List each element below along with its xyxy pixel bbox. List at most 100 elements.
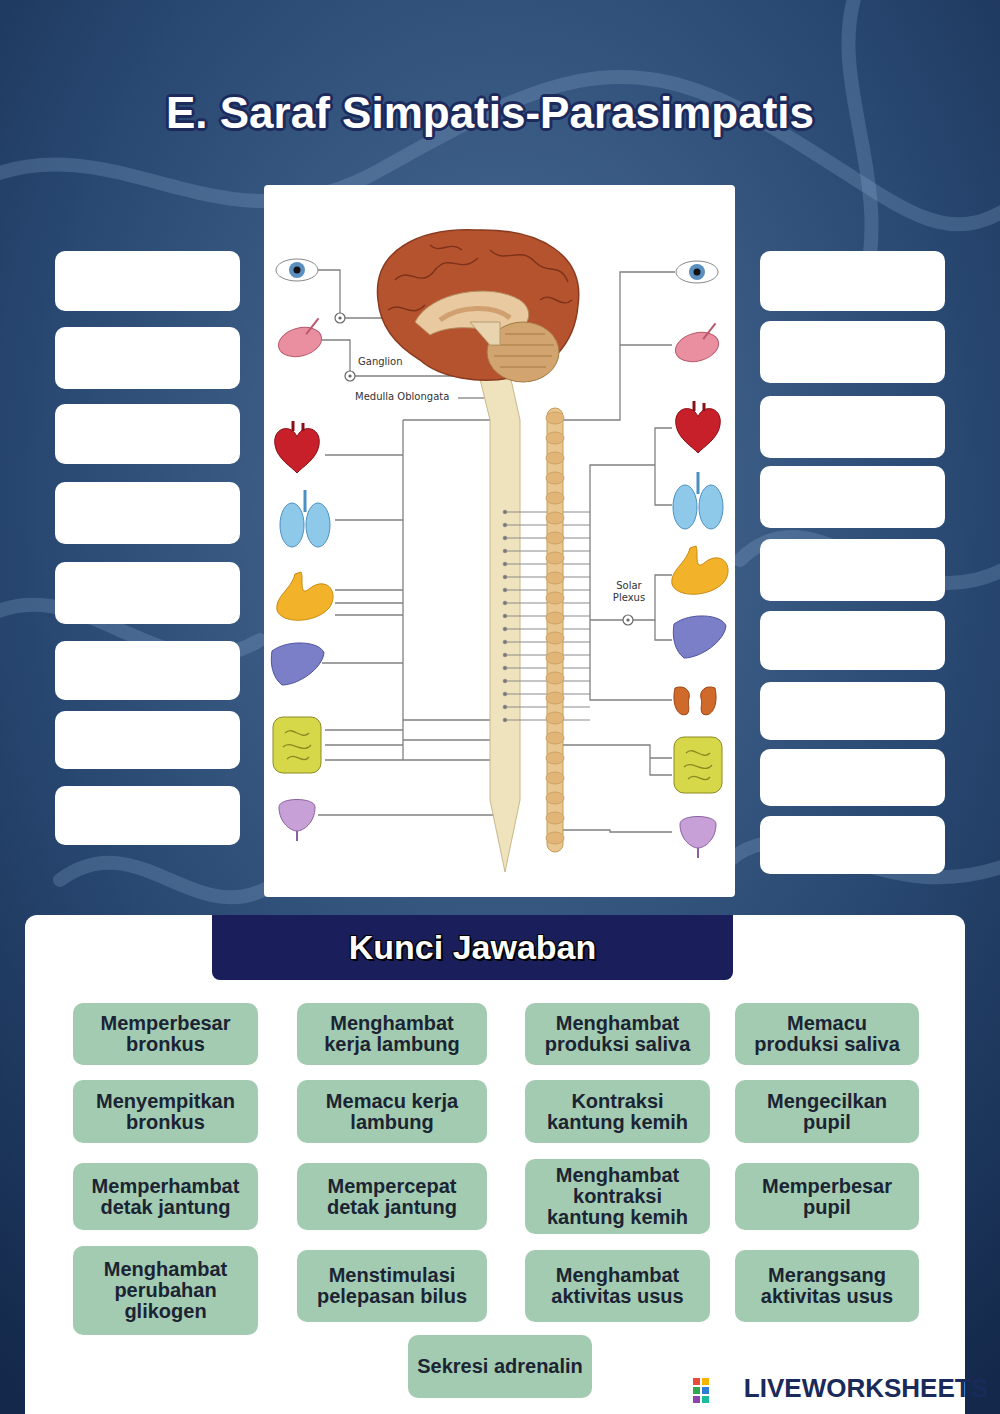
heart bbox=[275, 421, 320, 473]
option-text: Memacu produksi saliva bbox=[743, 1013, 911, 1055]
chain-ganglion bbox=[546, 752, 564, 764]
option-text: Menghambat kontraksi kantung kemih bbox=[533, 1165, 702, 1228]
chain-ganglion bbox=[546, 512, 564, 524]
answer-option: Mempercepat detak jantung bbox=[297, 1163, 487, 1230]
chain-ganglion bbox=[546, 792, 564, 804]
answer-option: Menyempitkan bronkus bbox=[73, 1080, 258, 1143]
spinal-cord bbox=[468, 330, 520, 872]
salivary-gland bbox=[671, 323, 724, 366]
nerve-root bbox=[503, 679, 507, 683]
chain-ganglion bbox=[546, 552, 564, 564]
answer-option: Menghambat kerja lambung bbox=[297, 1003, 487, 1065]
answer-blank bbox=[55, 251, 945, 874]
nerve-root bbox=[503, 627, 507, 631]
nerve-root bbox=[503, 510, 507, 514]
nerve-root bbox=[503, 575, 507, 579]
eye bbox=[276, 259, 318, 281]
nerve-root bbox=[503, 614, 507, 618]
kidneys bbox=[674, 687, 716, 715]
option-text: Memperhambat detak jantung bbox=[81, 1176, 250, 1218]
watermark-logo bbox=[693, 1378, 709, 1403]
nerve-root bbox=[503, 523, 507, 527]
neuron-decoration bbox=[0, 0, 1000, 897]
chain-ganglion bbox=[546, 612, 564, 624]
nerve-root bbox=[503, 705, 507, 709]
sympathetic-chain bbox=[547, 408, 563, 852]
chain-ganglion bbox=[546, 572, 564, 584]
lungs bbox=[673, 472, 723, 529]
option-text: Menghambat kerja lambung bbox=[305, 1013, 479, 1055]
chain-ganglion bbox=[546, 412, 564, 424]
chain-ganglion bbox=[546, 592, 564, 604]
nerve-root bbox=[503, 666, 507, 670]
answer-option: Memperbesar bronkus bbox=[73, 1003, 258, 1065]
answer-option: Memperhambat detak jantung bbox=[73, 1163, 258, 1230]
answer-option: Menghambat produksi saliva bbox=[525, 1003, 710, 1065]
chain-ganglion bbox=[546, 812, 564, 824]
nerve-root bbox=[503, 588, 507, 592]
answer-option: Memacu kerja lambung bbox=[297, 1080, 487, 1143]
title: E. Saraf Simpatis-Parasimpatis bbox=[40, 88, 940, 138]
bladder bbox=[279, 800, 315, 842]
chain-ganglion bbox=[546, 532, 564, 544]
lungs bbox=[280, 490, 330, 547]
chain-ganglion bbox=[546, 772, 564, 784]
answer-option: Menstimulasi pelepasan bilus bbox=[297, 1250, 487, 1322]
answer-option: Menghambat perubahan glikogen bbox=[73, 1246, 258, 1335]
nerve-root bbox=[503, 562, 507, 566]
answer-option: Memacu produksi saliva bbox=[735, 1003, 919, 1065]
option-text: Menyempitkan bronkus bbox=[81, 1091, 250, 1133]
chain-ganglion bbox=[546, 492, 564, 504]
salivary-gland bbox=[274, 318, 327, 361]
answer-option: Menghambat kontraksi kantung kemih bbox=[525, 1159, 710, 1234]
chain-ganglion bbox=[546, 632, 564, 644]
liver bbox=[673, 616, 726, 658]
answer-option: Mengecilkan pupil bbox=[735, 1080, 919, 1143]
part-label: Medulla Oblongata bbox=[355, 391, 449, 403]
chain-ganglion bbox=[546, 732, 564, 744]
nerve-root bbox=[503, 549, 507, 553]
nerve-root bbox=[503, 653, 507, 657]
intestine bbox=[674, 737, 722, 793]
intestine bbox=[273, 717, 321, 773]
chain-ganglion bbox=[546, 712, 564, 724]
option-text: Memacu kerja lambung bbox=[305, 1091, 479, 1133]
option-text: Sekresi adrenalin bbox=[417, 1356, 583, 1377]
brain bbox=[377, 230, 578, 382]
liver bbox=[271, 643, 324, 685]
option-text: Memperbesar bronkus bbox=[81, 1013, 250, 1055]
chain-ganglion bbox=[546, 652, 564, 664]
bladder bbox=[680, 817, 716, 859]
heart bbox=[676, 401, 721, 453]
answer-option: Memperbesar pupil bbox=[735, 1163, 919, 1230]
nerve-root bbox=[503, 601, 507, 605]
nerve-root bbox=[503, 640, 507, 644]
answer-key-header: Kunci Jawaban bbox=[212, 915, 733, 980]
answer-option: Menghambat aktivitas usus bbox=[525, 1250, 710, 1322]
eye bbox=[676, 261, 718, 283]
watermark: LIVEWORKSHEETS bbox=[744, 1373, 988, 1404]
answer-option: Sekresi adrenalin bbox=[408, 1335, 592, 1398]
chain-ganglion bbox=[546, 472, 564, 484]
chain-ganglion bbox=[546, 672, 564, 684]
chain-ganglion bbox=[546, 432, 564, 444]
chain-ganglion bbox=[546, 412, 564, 844]
nerve-root bbox=[503, 692, 507, 696]
part-label: Solar Plexus bbox=[608, 580, 650, 603]
answer-option: Kontraksi kantung kemih bbox=[525, 1080, 710, 1143]
chain-ganglion bbox=[546, 692, 564, 704]
answer-panel bbox=[25, 915, 965, 1414]
chain-ganglion bbox=[546, 452, 564, 464]
option-text: Menghambat produksi saliva bbox=[533, 1013, 702, 1055]
stomach bbox=[672, 546, 728, 594]
answer-option: Merangsang aktivitas usus bbox=[735, 1250, 919, 1322]
chain-ganglion bbox=[546, 832, 564, 844]
option-text: Merangsang aktivitas usus bbox=[743, 1265, 911, 1307]
option-text: Menstimulasi pelepasan bilus bbox=[305, 1265, 479, 1307]
option-text: Menghambat aktivitas usus bbox=[533, 1265, 702, 1307]
nerve-root bbox=[503, 718, 507, 722]
option-text: Menghambat perubahan glikogen bbox=[81, 1259, 250, 1322]
nerve-root bbox=[503, 536, 507, 540]
illustration-panel bbox=[264, 185, 735, 897]
option-text: Kontraksi kantung kemih bbox=[533, 1091, 702, 1133]
